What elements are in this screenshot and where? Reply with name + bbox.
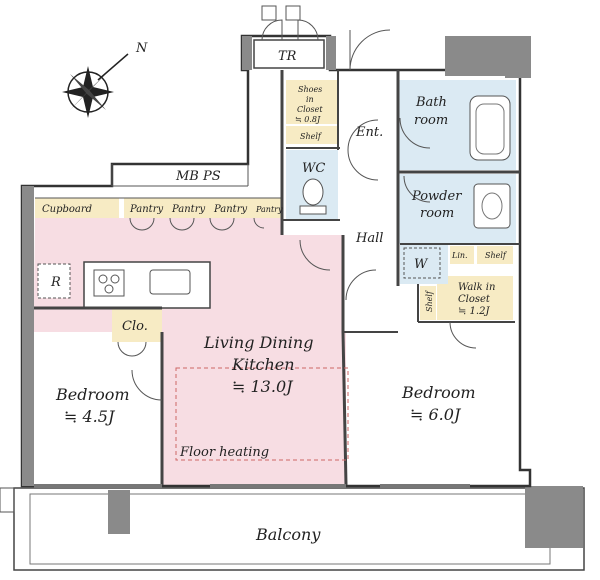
- balcony-end-left: [0, 487, 15, 513]
- bedroom-left-label-2: ≒ 4.5J: [64, 407, 116, 426]
- left-wall: [22, 186, 34, 486]
- balcony-column-left: [108, 490, 130, 534]
- linen-area: [450, 246, 474, 264]
- walkin-label-2: Closet: [458, 294, 491, 305]
- entrance-door[interactable]: [349, 29, 391, 71]
- pantry-area: [124, 198, 282, 218]
- cupboard-area: [35, 198, 119, 218]
- bath-label-1: Bath: [415, 95, 447, 110]
- powder-label-1: Powder: [411, 189, 462, 204]
- walkin-label-1: Walk in: [458, 282, 495, 293]
- shoes-closet-label-1: Shoes: [298, 85, 322, 94]
- pantry-label-4: Pantry: [255, 205, 283, 214]
- pantry-label-2: Pantry: [171, 204, 205, 215]
- compass-label: N: [135, 41, 148, 56]
- compass-rose-icon: N: [62, 41, 148, 118]
- floor-heating-label: Floor heating: [179, 445, 269, 460]
- ldk-label-3: ≒ 13.0J: [232, 377, 294, 396]
- shoes-closet-label-4: ≒ 0.8J: [295, 115, 321, 124]
- floor-heating-zone: [175, 367, 349, 461]
- ldk-label-2: Kitchen: [231, 355, 295, 374]
- bedroom-left-label-1: Bedroom: [55, 385, 130, 404]
- washer-label: W: [414, 257, 429, 272]
- shoes-closet-area: [286, 80, 338, 124]
- pantry-label-1: Pantry: [129, 204, 163, 215]
- powder-label-2: room: [420, 206, 454, 221]
- toilet-icon: [302, 178, 324, 206]
- clo-area: [112, 308, 162, 342]
- washer-space: [403, 247, 441, 279]
- cupboard-label: Cupboard: [42, 204, 92, 215]
- shelf-vertical-area: [420, 286, 436, 320]
- basin-icon: [473, 183, 511, 229]
- ent-label: Ent.: [355, 125, 383, 140]
- pantry-label-3: Pantry: [213, 204, 247, 215]
- sink-icon: [149, 269, 191, 295]
- shelf-right-label: Shelf: [485, 251, 508, 260]
- shelf-vertical-label: Shelf: [425, 289, 434, 312]
- bath-label-2: room: [414, 113, 448, 128]
- shelf-top-area: [286, 126, 338, 144]
- linen-label: Lin.: [451, 251, 468, 260]
- hall-label: Hall: [355, 231, 383, 246]
- shelf-right-area: [477, 246, 513, 264]
- bedroom-right-label-2: ≒ 6.0J: [410, 405, 462, 424]
- shelf-top-label: Shelf: [300, 132, 323, 141]
- stove-icon: [93, 269, 125, 297]
- column-top: [445, 36, 507, 76]
- ldk-label-1: Living Dining: [203, 333, 313, 352]
- walkin-label-3: ≒ 1.2J: [458, 306, 490, 317]
- mbps-label: MB PS: [175, 169, 221, 184]
- bedroom-right-label-1: Bedroom: [401, 383, 476, 402]
- walkin-closet-area: [437, 276, 513, 320]
- tr-label: TR: [278, 49, 297, 64]
- fridge-label: R: [50, 275, 61, 290]
- bathtub-icon: [469, 95, 511, 161]
- fridge-space: [37, 263, 71, 299]
- shoes-closet-label-3: Closet: [297, 105, 323, 114]
- clo-label: Clo.: [122, 319, 148, 334]
- shoes-closet-label-2: in: [306, 95, 314, 104]
- trunk-room: [253, 39, 325, 69]
- balcony-column-right: [525, 486, 583, 548]
- column-top-right: [505, 36, 531, 78]
- balcony-label: Balcony: [255, 525, 321, 544]
- wc-label: WC: [302, 161, 325, 176]
